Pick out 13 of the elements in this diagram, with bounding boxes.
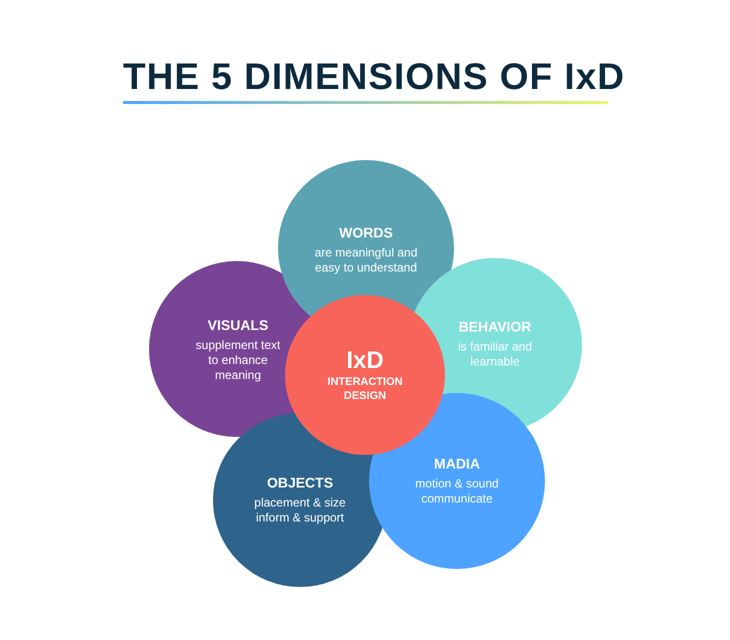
title: THE 5 DIMENSIONS OF IxD [123,56,626,98]
circle-description: supplement text to enhance meaning [194,338,282,383]
circle-heading: MADIA [434,456,480,472]
circle-description: are meaningful and easy to understand [314,246,418,276]
circle-heading: OBJECTS [266,474,334,490]
circle-heading: IxD [346,347,384,375]
circle-heading: WORDS [339,224,393,240]
circle-description: is familiar and learnable [456,340,534,370]
circle-heading: BEHAVIOR [458,318,532,334]
circle-description: INTERACTION DESIGN [326,375,404,403]
circle-description: motion & sound communicate [414,476,500,506]
circle-heading: VISUALS [208,317,268,333]
circle-description: placement & size inform & support [253,496,347,526]
